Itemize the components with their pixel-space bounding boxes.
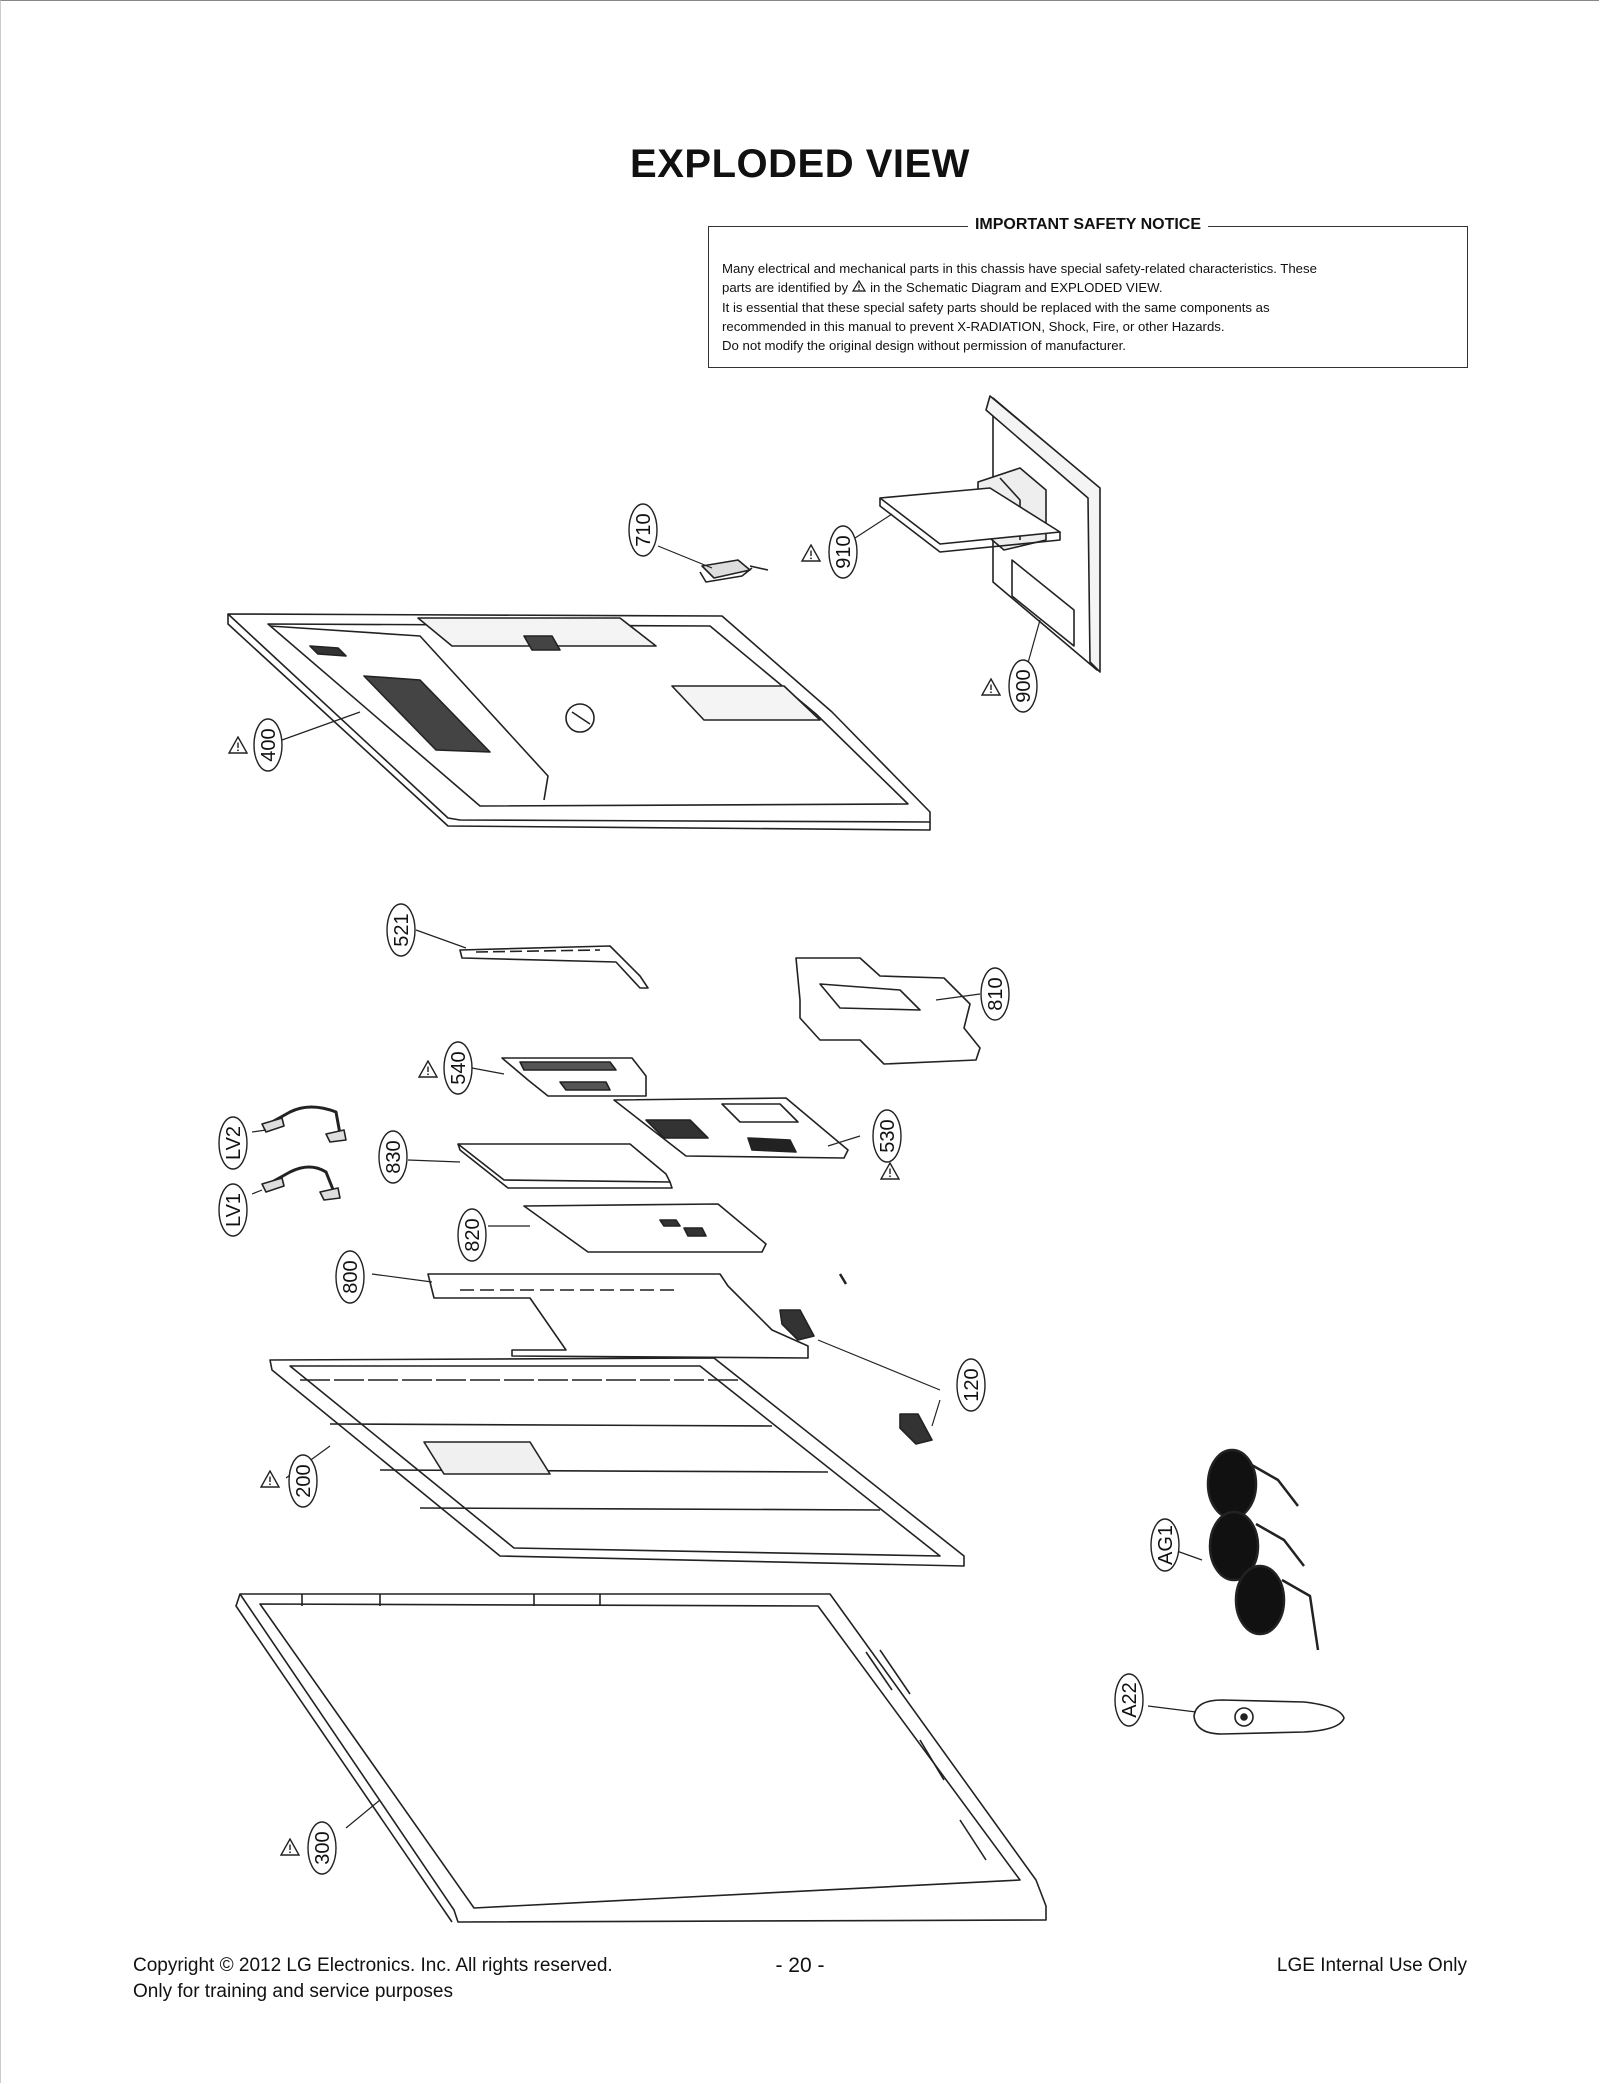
svg-text:710: 710 — [633, 513, 655, 546]
part-stand-bracket — [879, 487, 1061, 553]
part-main-frame-200 — [269, 1357, 965, 1567]
svg-text:900: 900 — [1013, 669, 1035, 702]
svg-text:800: 800 — [340, 1260, 362, 1293]
part-shield-830 — [457, 1143, 673, 1189]
notice-line-3: It is essential that these special safet… — [722, 300, 1270, 315]
svg-text:300: 300 — [312, 1831, 334, 1864]
svg-text:521: 521 — [391, 913, 413, 946]
training-text: Only for training and service purposes — [133, 1981, 453, 2002]
page-title: EXPLODED VIEW — [630, 142, 970, 186]
svg-text:120: 120 — [961, 1368, 983, 1401]
part-710 — [699, 559, 769, 583]
footer-internal: LGE Internal Use Only — [1276, 1955, 1467, 1976]
warning-triangle-icon — [418, 1060, 438, 1078]
label-540: 540 — [443, 1041, 473, 1095]
label-lv2: LV2 — [218, 1116, 248, 1170]
label-810: 810 — [980, 967, 1010, 1021]
part-3d-glasses — [1206, 1448, 1320, 1651]
svg-text:820: 820 — [462, 1218, 484, 1251]
part-cable-lv1 — [261, 1165, 341, 1201]
label-lv1: LV1 — [218, 1183, 248, 1237]
svg-text:530: 530 — [877, 1119, 899, 1152]
safety-notice-body: Many electrical and mechanical parts in … — [722, 259, 1454, 355]
part-sheet-820 — [523, 1203, 767, 1253]
label-300: 300 — [307, 1821, 337, 1875]
part-remote-a22 — [1193, 1699, 1345, 1735]
safety-notice-heading-wrap: IMPORTANT SAFETY NOTICE — [709, 216, 1467, 234]
copyright-text: Copyright © 2012 LG Electronics. Inc. Al… — [133, 1955, 613, 1976]
warning-triangle-icon — [801, 544, 821, 562]
label-400: 400 — [253, 718, 283, 772]
safety-notice-box: IMPORTANT SAFETY NOTICE Many electrical … — [708, 216, 1468, 368]
notice-line-2: parts are identified by in the Schematic … — [722, 278, 1454, 298]
svg-text:A22: A22 — [1119, 1682, 1141, 1718]
warning-triangle-icon — [260, 1470, 280, 1488]
label-900: 900 — [1008, 659, 1038, 713]
label-710: 710 — [628, 503, 658, 557]
label-530: 530 — [872, 1109, 902, 1163]
warning-triangle-icon — [280, 1838, 300, 1856]
label-910: 910 — [828, 525, 858, 579]
svg-text:LV2: LV2 — [223, 1126, 245, 1160]
label-ag1: AG1 — [1150, 1518, 1180, 1572]
svg-text:LV1: LV1 — [223, 1193, 245, 1227]
label-830: 830 — [378, 1130, 408, 1184]
svg-text:810: 810 — [985, 977, 1007, 1010]
notice-line-2a: parts are identified by — [722, 280, 849, 295]
notice-line-2b: in the Schematic Diagram and EXPLODED VI… — [870, 280, 1163, 295]
part-521 — [459, 945, 649, 989]
part-back-cover — [227, 613, 931, 831]
warning-triangle-icon — [228, 736, 248, 754]
leader-lines — [251, 513, 1203, 1829]
svg-text:540: 540 — [448, 1051, 470, 1084]
footer-copyright: Copyright © 2012 LG Electronics. Inc. Al… — [133, 1953, 613, 2005]
svg-text:830: 830 — [383, 1140, 405, 1173]
label-521: 521 — [386, 903, 416, 957]
svg-text:400: 400 — [258, 728, 280, 761]
warning-triangle-icon — [880, 1162, 900, 1180]
label-800: 800 — [335, 1250, 365, 1304]
label-200: 200 — [288, 1454, 318, 1508]
warning-triangle-icon — [852, 279, 867, 298]
part-cable-lv2 — [261, 1105, 347, 1143]
notice-line-5: Do not modify the original design withou… — [722, 338, 1126, 353]
svg-text:200: 200 — [293, 1464, 315, 1497]
part-frame-800 — [427, 1273, 809, 1359]
label-120: 120 — [956, 1358, 986, 1412]
part-front-bezel-300 — [235, 1593, 1047, 1923]
part-board-530 — [613, 1097, 849, 1159]
label-820: 820 — [457, 1208, 487, 1262]
part-main-board-540 — [501, 1057, 647, 1097]
notice-line-4: recommended in this manual to prevent X-… — [722, 319, 1225, 334]
safety-notice-heading: IMPORTANT SAFETY NOTICE — [967, 216, 1209, 233]
label-a22: A22 — [1114, 1673, 1144, 1727]
page-number: - 20 - — [775, 1954, 825, 1977]
warning-triangle-icon — [981, 678, 1001, 696]
part-bracket-810 — [795, 957, 981, 1065]
notice-line-1: Many electrical and mechanical parts in … — [722, 261, 1317, 276]
part-connectors-120 — [779, 1273, 941, 1445]
svg-text:910: 910 — [833, 535, 855, 568]
svg-text:AG1: AG1 — [1155, 1525, 1177, 1565]
